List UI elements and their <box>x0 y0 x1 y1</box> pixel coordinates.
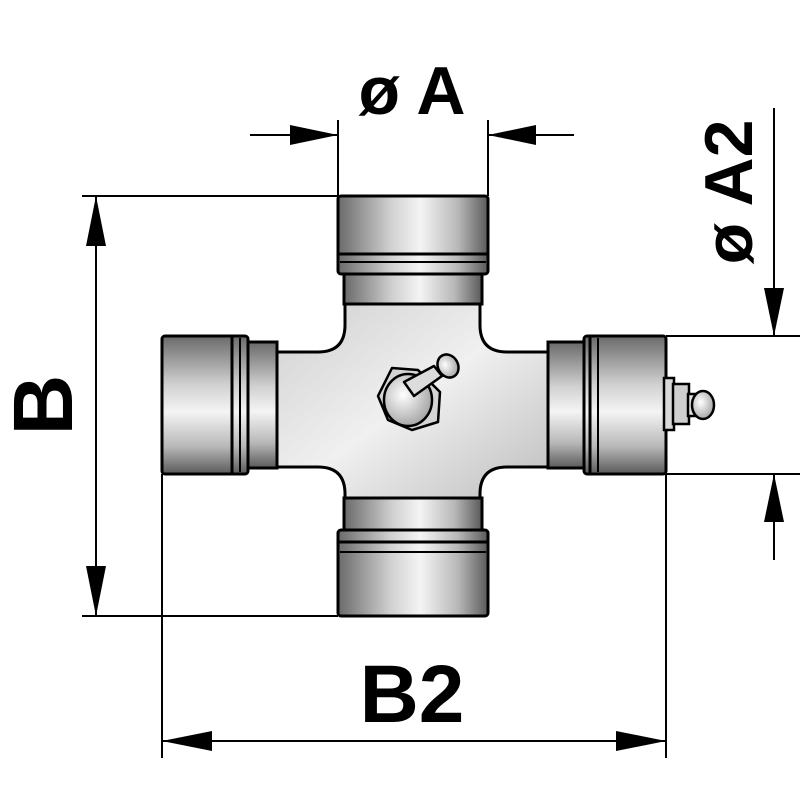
bottom-bearing-cup <box>336 496 490 618</box>
dimension-a2 <box>666 108 800 560</box>
top-bearing-cup <box>336 194 490 306</box>
dimension-a2-label: ø A2 <box>691 120 767 265</box>
side-grease-nipple-icon <box>662 376 716 432</box>
dimension-b2 <box>161 474 667 758</box>
center-grease-nipple-icon <box>376 353 460 432</box>
dimension-a-label: ø A <box>358 53 465 129</box>
dimension-b-label: B <box>0 375 90 436</box>
left-bearing-cup <box>160 334 279 476</box>
dimension-b2-label: B2 <box>360 649 465 740</box>
dimension-b <box>82 195 338 617</box>
dimension-a <box>250 120 574 196</box>
right-bearing-cup <box>546 334 668 476</box>
